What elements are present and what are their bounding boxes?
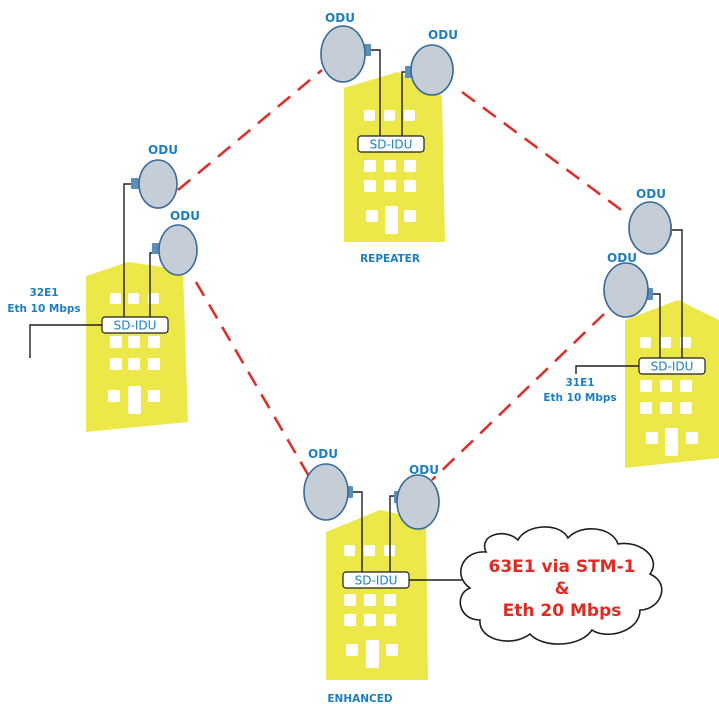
idu-label-right: SD-IDU [651, 360, 694, 374]
link-left-to-enhanced [194, 281, 312, 479]
caption-right-line2: Eth 10 Mbps [543, 392, 616, 404]
odu-dish-enhanced-right: ODU [394, 463, 440, 530]
odu-label: ODU [148, 143, 178, 157]
odu-dish-enhanced-left: ODU [303, 447, 353, 521]
radio-links [177, 69, 629, 481]
idu-label-left: SD-IDU [114, 319, 157, 333]
caption-left-line1: 32E1 [29, 287, 58, 299]
idu-left: SD-IDU [101, 316, 169, 334]
odu-dish-repeater-right: ODU [405, 28, 458, 96]
caption-right-line1: 31E1 [565, 377, 594, 389]
site-name-repeater: REPEATER [360, 253, 420, 265]
site-name-enhanced: ENHANCED [327, 693, 393, 704]
cloud-line2: & [555, 579, 570, 599]
building-repeater [344, 72, 445, 242]
odu-label: ODU [308, 447, 338, 461]
network-cloud: 63E1 via STM-1 & Eth 20 Mbps [459, 526, 663, 645]
link-left-to-repeater [177, 69, 323, 191]
odu-dish-left-upper: ODU [131, 143, 178, 209]
odu-label: ODU [607, 251, 637, 265]
cloud-line1: 63E1 via STM-1 [489, 557, 636, 577]
odu-dish-right-lower: ODU [603, 251, 653, 318]
odu-dish-right-upper: ODU [628, 187, 672, 255]
caption-right: 31E1 Eth 10 Mbps [543, 377, 616, 404]
link-right-to-enhanced [431, 313, 605, 481]
idu-label-repeater: SD-IDU [370, 138, 413, 152]
caption-left: 32E1 Eth 10 Mbps [7, 287, 80, 315]
odu-label: ODU [409, 463, 439, 477]
idu-label-enhanced: SD-IDU [355, 574, 398, 588]
odu-label: ODU [170, 209, 200, 223]
cloud-line3: Eth 20 Mbps [503, 601, 622, 621]
link-repeater-to-right [461, 90, 629, 217]
building-right [625, 300, 719, 468]
caption-left-line2: Eth 10 Mbps [7, 303, 80, 315]
odu-dish-left-lower: ODU [152, 209, 200, 276]
odu-dish-repeater-left: ODU [320, 11, 371, 83]
idu-repeater: SD-IDU [357, 135, 425, 153]
idu-right: SD-IDU [638, 357, 706, 375]
odu-label: ODU [636, 187, 666, 201]
building-enhanced [326, 510, 428, 680]
odu-label: ODU [428, 28, 458, 42]
building-left [86, 262, 188, 432]
idu-enhanced: SD-IDU [342, 571, 410, 589]
odu-label: ODU [325, 11, 355, 25]
